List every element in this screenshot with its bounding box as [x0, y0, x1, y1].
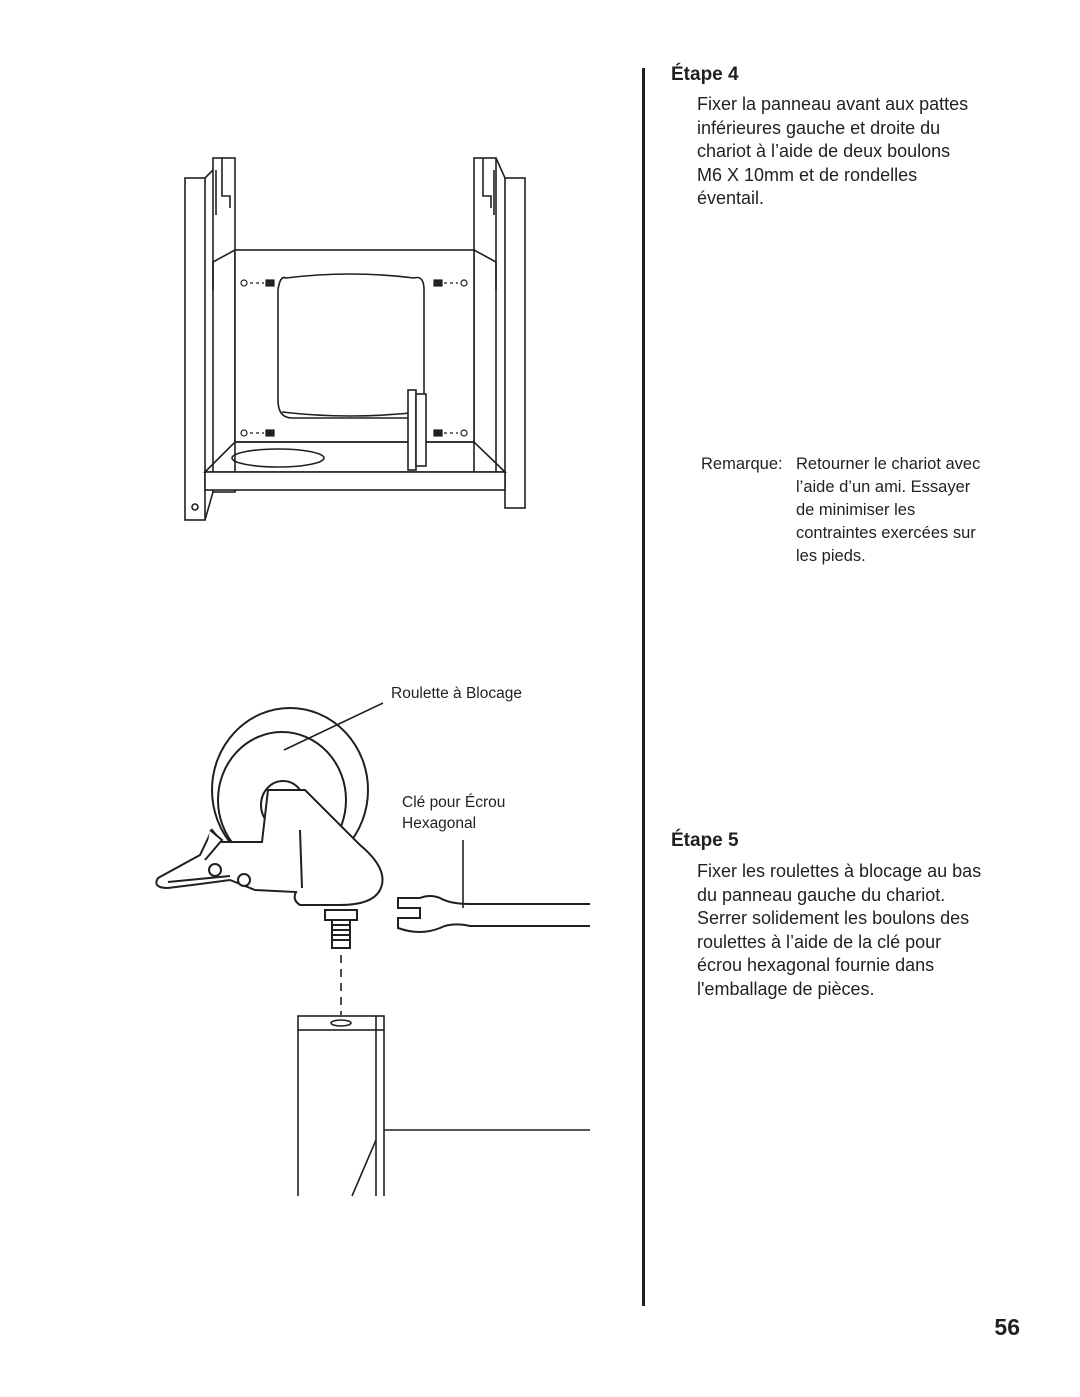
- step4-line: éventail.: [697, 188, 765, 208]
- note-line: Retourner le chariot avec: [796, 455, 981, 473]
- note-line: contraintes exercées sur: [796, 524, 976, 542]
- step5-line: roulettes à l’aide de la clé pour: [697, 931, 942, 952]
- page-number: 56: [994, 1314, 1020, 1340]
- step5-line: Fixer les roulettes à blocage au bas: [697, 861, 982, 881]
- wrench-callout-line1: Clé pour Écrou: [402, 794, 506, 811]
- caster-callout: Roulette à Blocage: [391, 685, 522, 702]
- wrench-callout-line2: Hexagonal: [402, 815, 477, 832]
- column-divider: [642, 68, 645, 1306]
- step5-line: Serrer solidement les boulons des: [697, 908, 970, 928]
- step5-line: écrou hexagonal fournie dans: [697, 955, 935, 975]
- step4-line: chariot à l’aide de deux boulons: [697, 141, 951, 161]
- step4-body: Fixer la panneau avant aux pattes inféri…: [697, 93, 997, 211]
- step5-line: du panneau gauche du chariot.: [697, 884, 946, 905]
- step4-line: Fixer la panneau avant aux pattes: [697, 94, 969, 114]
- note-line: l’aide d’un ami. Essayer: [796, 478, 971, 496]
- note-line: de minimiser les: [796, 501, 916, 519]
- step5-title: Étape 5: [671, 830, 739, 851]
- note-label: Remarque:: [701, 455, 783, 473]
- step4-line: inférieures gauche et droite du: [697, 117, 941, 138]
- note-text: Retourner le chariot avec l’aide d’un am…: [796, 453, 1006, 568]
- step4-line: M6 X 10mm et de rondelles: [697, 164, 918, 185]
- step5-body: Fixer les roulettes à blocage au bas du …: [697, 860, 997, 1001]
- note-line: les pieds.: [796, 547, 866, 565]
- step5-line: l'emballage de pièces.: [697, 978, 875, 999]
- step4-title: Étape 4: [671, 64, 739, 85]
